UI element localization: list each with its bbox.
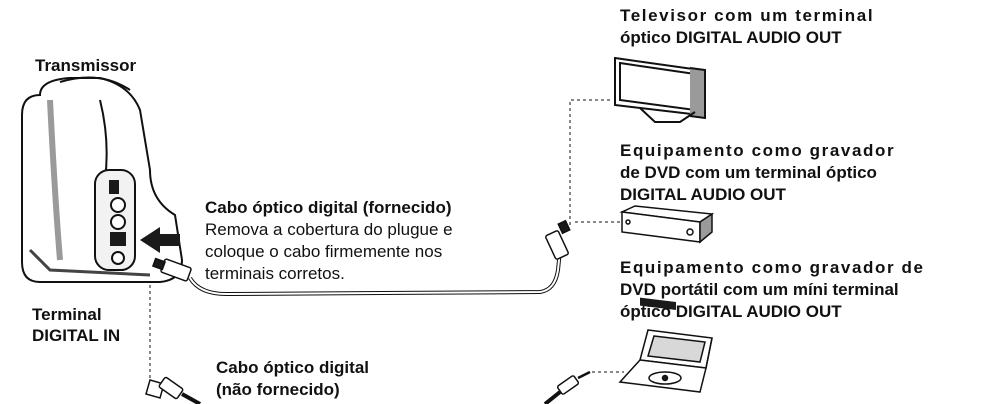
transmitter-device bbox=[21, 76, 184, 283]
dvd-label-line1: Equipamento como gravador bbox=[620, 141, 896, 160]
portable-dvd-device bbox=[618, 329, 713, 393]
optical-plug-dvd bbox=[545, 219, 571, 260]
transmitter-label: Transmissor bbox=[35, 56, 137, 75]
digital-in-label-line2: DIGITAL IN bbox=[32, 326, 121, 345]
digital-in-label-line1: Terminal bbox=[32, 305, 102, 324]
cable-not-supplied-line2: (não fornecido) bbox=[216, 380, 340, 399]
portable-label-line2: DVD portátil com um míni terminal bbox=[620, 280, 899, 299]
cable-supplied-line2: coloque o cabo firmemente nos bbox=[205, 242, 443, 261]
tv-label-line2: óptico DIGITAL AUDIO OUT bbox=[620, 28, 842, 47]
cable-supplied-line3: terminais corretos. bbox=[205, 264, 345, 283]
portable-label-line3: óptico DIGITAL AUDIO OUT bbox=[620, 302, 842, 321]
cable-supplied-line1: Remova a cobertura do plugue e bbox=[205, 220, 453, 239]
cable-supplied-title: Cabo óptico digital (fornecido) bbox=[205, 198, 452, 217]
dvd-recorder-device bbox=[619, 205, 715, 311]
dashed-leader-tv bbox=[569, 99, 612, 225]
cable-not-supplied-line1: Cabo óptico digital bbox=[216, 358, 369, 377]
optical-plug-not-supplied-right bbox=[543, 370, 591, 404]
optical-plug-transmitter bbox=[151, 257, 192, 282]
dvd-label-line3: DIGITAL AUDIO OUT bbox=[620, 185, 786, 204]
insert-arrow-icon bbox=[140, 227, 180, 253]
optical-plug-not-supplied-left bbox=[145, 376, 201, 404]
dvd-label-line2: de DVD com um terminal óptico bbox=[620, 163, 877, 182]
portable-label-line1: Equipamento como gravador de bbox=[620, 258, 925, 277]
tv-label-line1: Televisor com um terminal bbox=[620, 6, 875, 25]
tv-device bbox=[614, 56, 706, 123]
